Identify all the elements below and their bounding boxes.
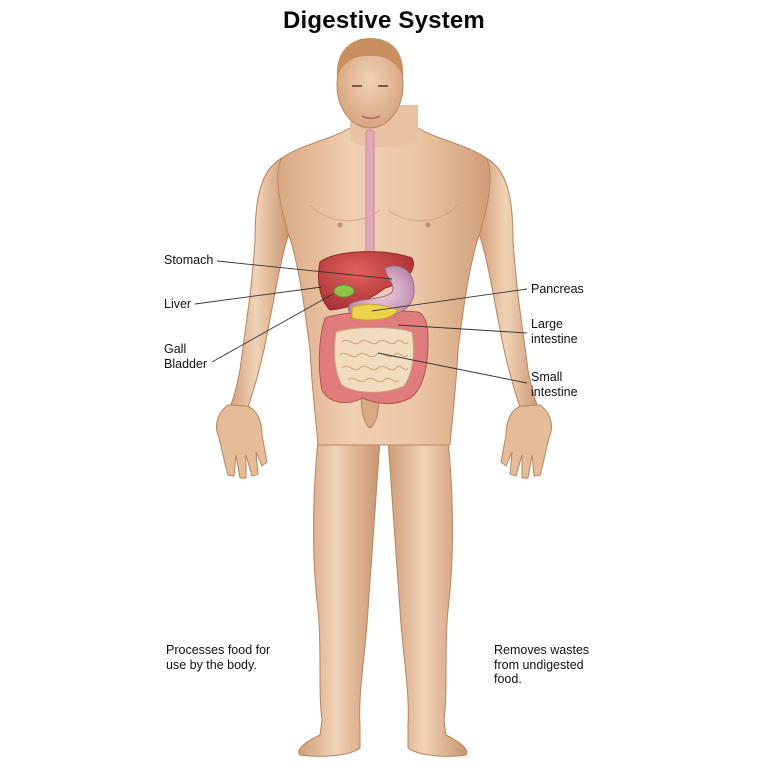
label-liver-text: Liver (164, 297, 192, 311)
note-removes-wastes: Removes wastes from undigested food. (494, 643, 590, 686)
label-large-intestine-line2: intestine (531, 332, 578, 346)
leader-lines (194, 260, 528, 384)
digestive-organs (317, 129, 429, 405)
label-large-intestine: Large intestine (531, 317, 578, 347)
label-pancreas-text: Pancreas (531, 282, 584, 296)
label-gall-bladder: Gall Bladder (164, 342, 207, 372)
label-gall-bladder-line1: Gall (164, 342, 187, 356)
small-intestine-leader-line (377, 352, 528, 384)
label-small-intestine-line2: intestine (531, 385, 578, 399)
esophagus (365, 129, 375, 256)
label-pancreas: Pancreas (531, 282, 584, 297)
label-small-intestine: Small intestine (531, 370, 578, 400)
gall-bladder-leader-line (211, 293, 334, 363)
label-stomach: Stomach (164, 253, 213, 268)
label-large-intestine-line1: Large (531, 317, 563, 331)
diagram-title: Digestive System (283, 7, 485, 34)
label-stomach-text: Stomach (164, 253, 214, 267)
stomach-leader-line (216, 260, 393, 280)
label-liver: Liver (164, 297, 191, 312)
note-processes-food: Processes food for use by the body. (166, 643, 271, 672)
label-gall-bladder-line2: Bladder (164, 357, 208, 371)
label-small-intestine-line1: Small (531, 370, 563, 384)
pancreas (351, 303, 399, 321)
large-intestine-leader-line (397, 324, 528, 334)
small-intestine (333, 327, 414, 393)
liver-leader-line (194, 286, 323, 305)
pancreas-leader-line (371, 288, 528, 312)
gall-bladder (333, 284, 355, 298)
